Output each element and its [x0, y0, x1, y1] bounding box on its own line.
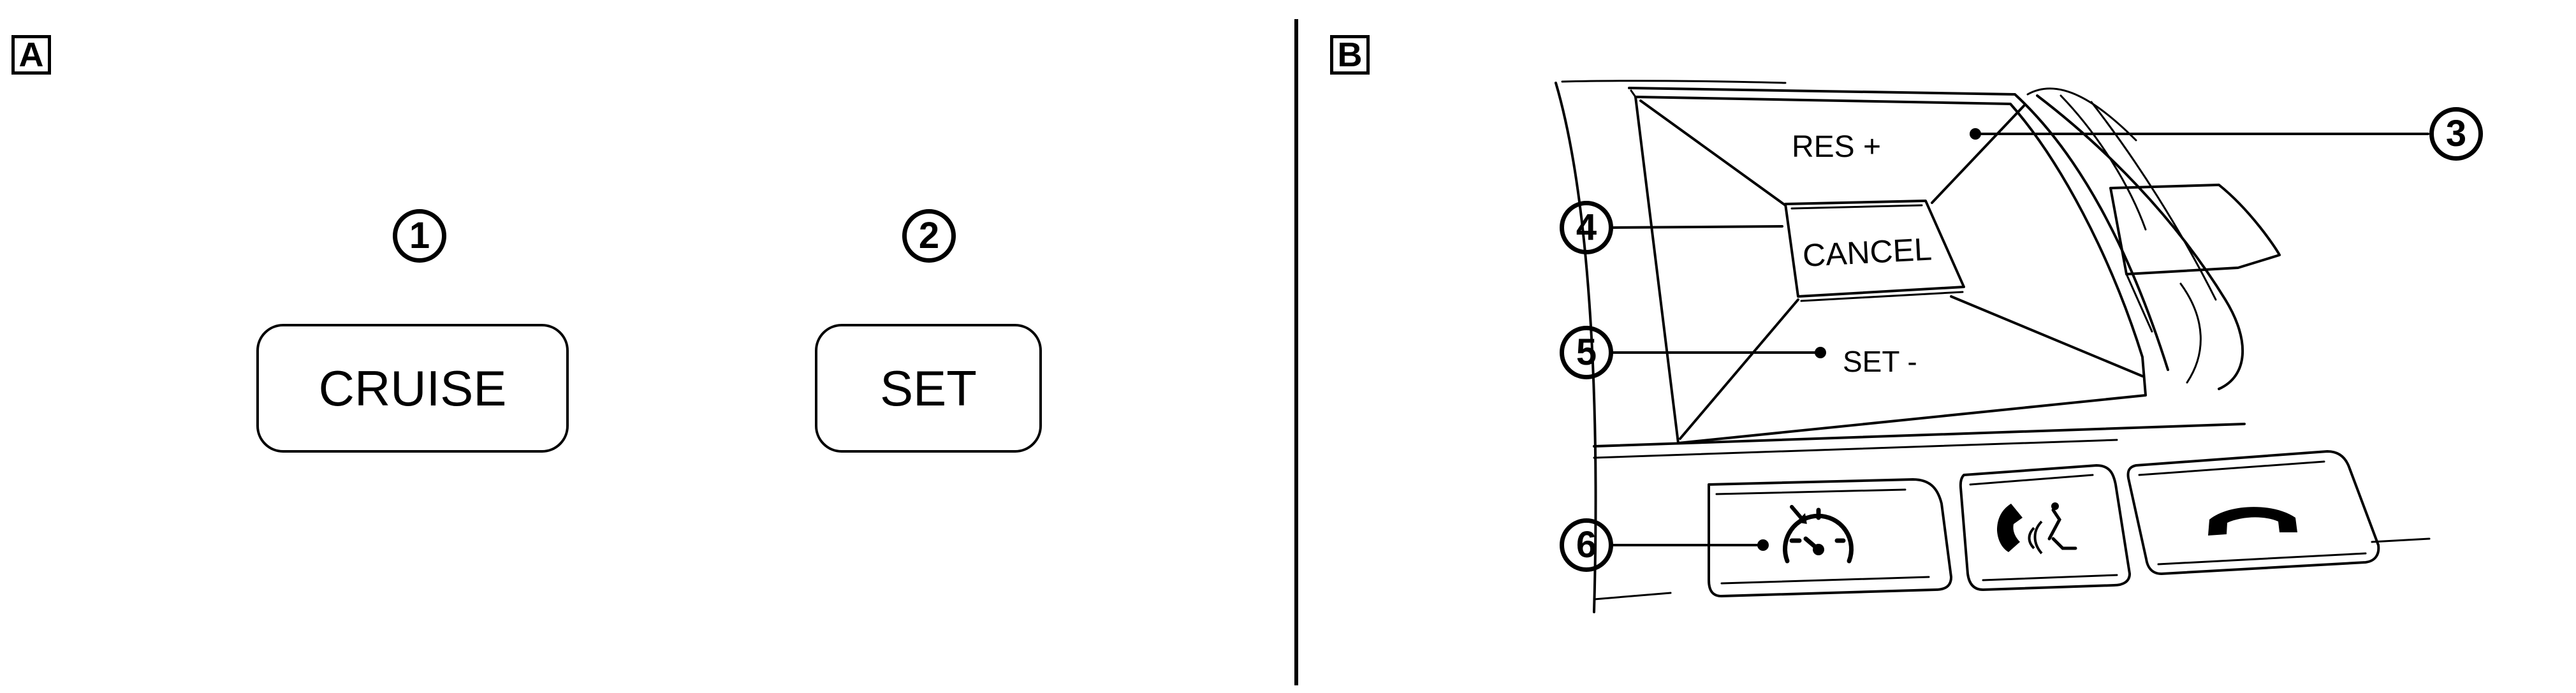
callout-5: 5	[1560, 326, 1613, 379]
callout-4: 4	[1560, 201, 1613, 254]
phone-hangup-icon	[2208, 507, 2297, 536]
panel-a-tag: A	[11, 35, 51, 75]
panel-b-tag: B	[1330, 35, 1370, 75]
phone-voice-icon	[1997, 502, 2077, 555]
panel-a: A 1 2 CRUISE SET	[11, 35, 1042, 453]
callout-1: 1	[393, 209, 446, 263]
res-plus-label: RES +	[1792, 130, 1881, 164]
cruise-speedometer-icon	[1783, 505, 1854, 564]
callout-6: 6	[1560, 518, 1613, 572]
callout-2: 2	[902, 209, 956, 263]
cancel-label: CANCEL	[1802, 231, 1933, 274]
panel-b: B	[1288, 0, 2576, 693]
cruise-button[interactable]: CRUISE	[256, 324, 569, 453]
set-button[interactable]: SET	[815, 324, 1042, 453]
callout-3: 3	[2429, 107, 2483, 161]
panel-divider	[1294, 19, 1298, 685]
steering-wheel-switch-drawing: RES + CANCEL SET -	[1555, 80, 2431, 613]
set-minus-label: SET -	[1843, 345, 1917, 378]
